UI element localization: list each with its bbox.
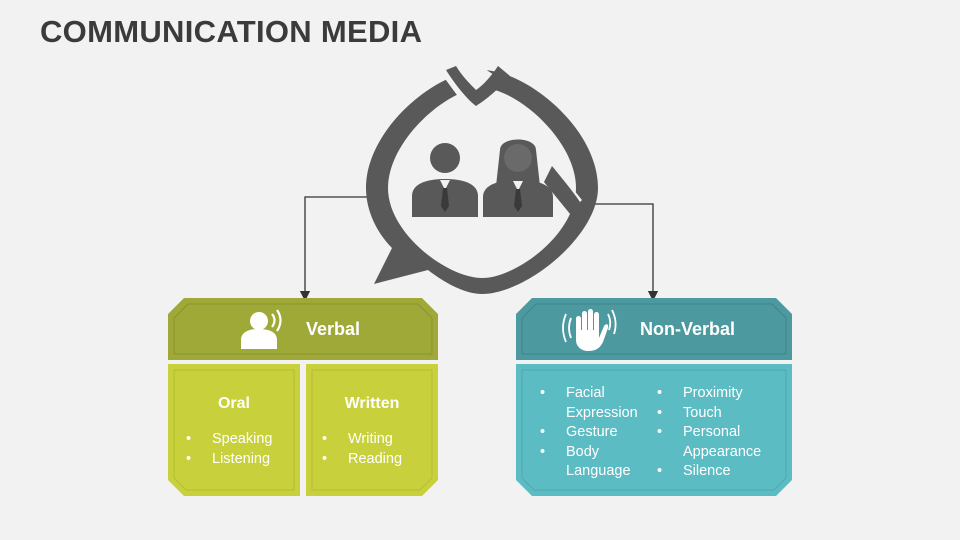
list-item: Proximity	[657, 384, 777, 404]
list-item: Speaking	[186, 430, 272, 450]
raised-hand-icon	[562, 309, 617, 351]
nonverbal-list-2: Proximity Touch Personal Appearance Sile…	[657, 384, 777, 482]
connector-nonverbal	[592, 203, 659, 302]
oral-label: Oral	[217, 395, 250, 412]
list-item: Listening	[186, 450, 272, 470]
list-item: Silence	[657, 462, 777, 482]
list-item: Reading	[322, 450, 402, 470]
nonverbal-list-1: Facial Expression Gesture Body Language	[540, 384, 650, 482]
connector-verbal	[299, 196, 372, 302]
list-item: Writing	[322, 430, 402, 450]
nonverbal-label: Non-Verbal	[640, 319, 736, 339]
communication-bubble-people-icon	[366, 62, 598, 294]
list-item: Personal Appearance	[657, 423, 777, 462]
list-item: Body Language	[540, 443, 650, 482]
speaking-person-icon	[241, 309, 282, 349]
list-item: Facial Expression	[540, 384, 650, 423]
written-list: Writing Reading	[322, 430, 402, 469]
verbal-header-box	[168, 298, 438, 360]
oral-list: Speaking Listening	[186, 430, 272, 469]
written-label: Written	[344, 395, 400, 412]
list-item: Touch	[657, 404, 777, 424]
list-item: Gesture	[540, 423, 650, 443]
page-title: COMMUNICATION MEDIA	[40, 14, 423, 49]
verbal-label: Verbal	[306, 319, 361, 339]
